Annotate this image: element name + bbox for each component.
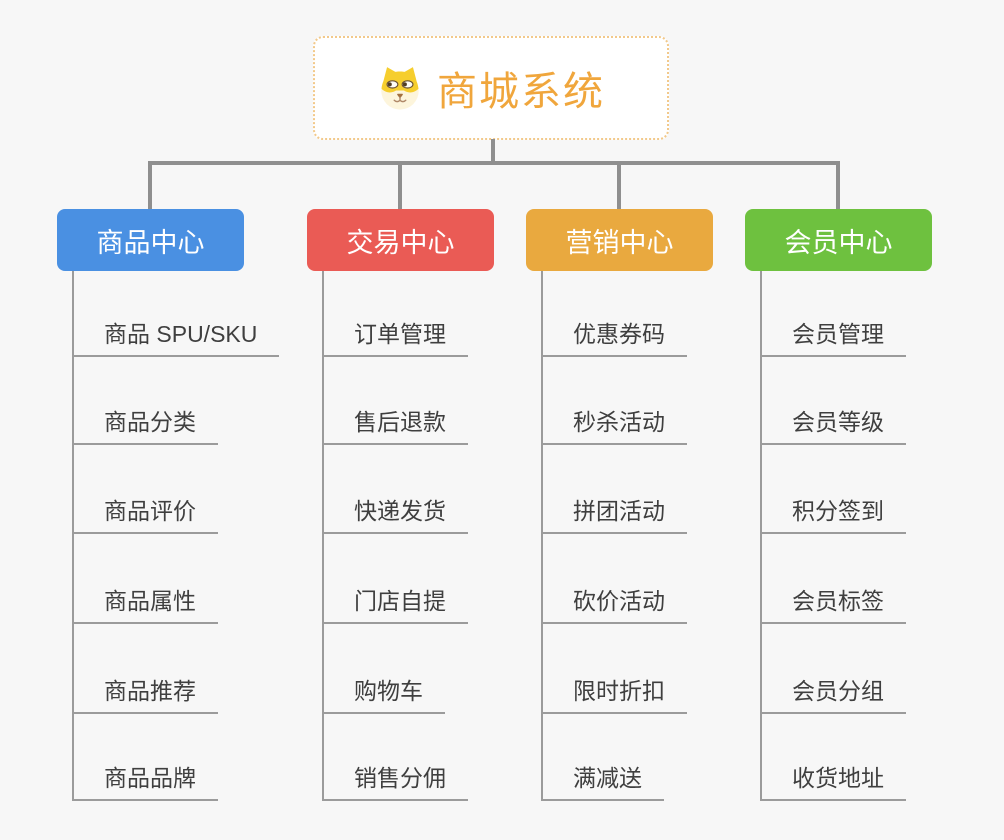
branch-header-trade-center[interactable]: 交易中心 (307, 209, 494, 271)
connector-drop-line (836, 161, 840, 210)
leaf-node[interactable]: 砍价活动 (541, 578, 687, 624)
connector-root-stem (491, 139, 495, 162)
leaf-node[interactable]: 快递发货 (322, 488, 468, 534)
leaf-node[interactable]: 限时折扣 (541, 668, 687, 714)
leaf-node-label: 满减送 (573, 765, 642, 791)
connector-drop-line (398, 161, 402, 210)
leaf-node-label: 优惠券码 (573, 321, 665, 347)
leaf-node[interactable]: 满减送 (541, 755, 664, 801)
connector-drop-line (148, 161, 152, 210)
leaf-node-label: 门店自提 (354, 588, 446, 614)
root-title: 商城系统 (437, 70, 605, 114)
leaf-node-label: 售后退款 (354, 409, 446, 435)
connector-horizontal-line (149, 161, 840, 165)
leaf-node[interactable]: 订单管理 (322, 311, 468, 357)
branch-trunk-line (760, 271, 762, 801)
leaf-node-label: 砍价活动 (573, 588, 665, 614)
leaf-node[interactable]: 积分签到 (760, 488, 906, 534)
leaf-node-label: 商品评价 (104, 498, 196, 524)
leaf-node[interactable]: 商品品牌 (72, 755, 218, 801)
leaf-node-label: 商品品牌 (104, 765, 196, 791)
leaf-node[interactable]: 优惠券码 (541, 311, 687, 357)
root-node[interactable]: 商城系统 (313, 36, 669, 140)
leaf-node[interactable]: 会员管理 (760, 311, 906, 357)
leaf-node[interactable]: 门店自提 (322, 578, 468, 624)
connector-drop-line (617, 161, 621, 210)
leaf-node-label: 限时折扣 (573, 678, 665, 704)
branch-product-center: 商品中心 商品 SPU/SKU 商品分类 商品评价 商品属性 商品推荐 商品品牌 (57, 0, 327, 840)
leaf-node[interactable]: 收货地址 (760, 755, 906, 801)
branch-trunk-line (322, 271, 324, 801)
leaf-node[interactable]: 售后退款 (322, 399, 468, 445)
leaf-node[interactable]: 销售分佣 (322, 755, 468, 801)
leaf-node-label: 商品 SPU/SKU (104, 321, 258, 347)
leaf-node[interactable]: 购物车 (322, 668, 445, 714)
leaf-node-label: 订单管理 (354, 321, 446, 347)
leaf-node[interactable]: 商品推荐 (72, 668, 218, 714)
leaf-node-label: 商品推荐 (104, 678, 196, 704)
leaf-node[interactable]: 秒杀活动 (541, 399, 687, 445)
leaf-node-label: 积分签到 (792, 498, 884, 524)
leaf-node-label: 会员分组 (792, 678, 884, 704)
leaf-node[interactable]: 会员标签 (760, 578, 906, 624)
leaf-node-label: 销售分佣 (354, 765, 446, 791)
leaf-node-label: 快递发货 (354, 498, 446, 524)
leaf-node-label: 拼团活动 (573, 498, 665, 524)
leaf-node[interactable]: 拼团活动 (541, 488, 687, 534)
branch-header-marketing-center[interactable]: 营销中心 (526, 209, 713, 271)
leaf-node[interactable]: 商品分类 (72, 399, 218, 445)
leaf-node-label: 会员标签 (792, 588, 884, 614)
leaf-node-label: 秒杀活动 (573, 409, 665, 435)
leaf-node-label: 商品属性 (104, 588, 196, 614)
leaf-node-label: 会员管理 (792, 321, 884, 347)
branch-header-member-center[interactable]: 会员中心 (745, 209, 932, 271)
branch-trunk-line (541, 271, 543, 801)
dog-face-icon (377, 65, 423, 111)
leaf-node-label: 收货地址 (792, 765, 884, 791)
branch-member-center: 会员中心 会员管理 会员等级 积分签到 会员标签 会员分组 收货地址 (745, 0, 1004, 840)
branch-marketing-center: 营销中心 优惠券码 秒杀活动 拼团活动 砍价活动 限时折扣 满减送 (526, 0, 796, 840)
leaf-node[interactable]: 会员等级 (760, 399, 906, 445)
branch-trade-center: 交易中心 订单管理 售后退款 快递发货 门店自提 购物车 销售分佣 (307, 0, 577, 840)
leaf-node[interactable]: 商品属性 (72, 578, 218, 624)
leaf-node-label: 购物车 (354, 678, 423, 704)
leaf-node-label: 商品分类 (104, 409, 196, 435)
leaf-node[interactable]: 商品 SPU/SKU (72, 311, 280, 357)
leaf-node[interactable]: 会员分组 (760, 668, 906, 714)
leaf-node-label: 会员等级 (792, 409, 884, 435)
leaf-node[interactable]: 商品评价 (72, 488, 218, 534)
branch-header-product-center[interactable]: 商品中心 (57, 209, 244, 271)
branch-trunk-line (72, 271, 74, 801)
